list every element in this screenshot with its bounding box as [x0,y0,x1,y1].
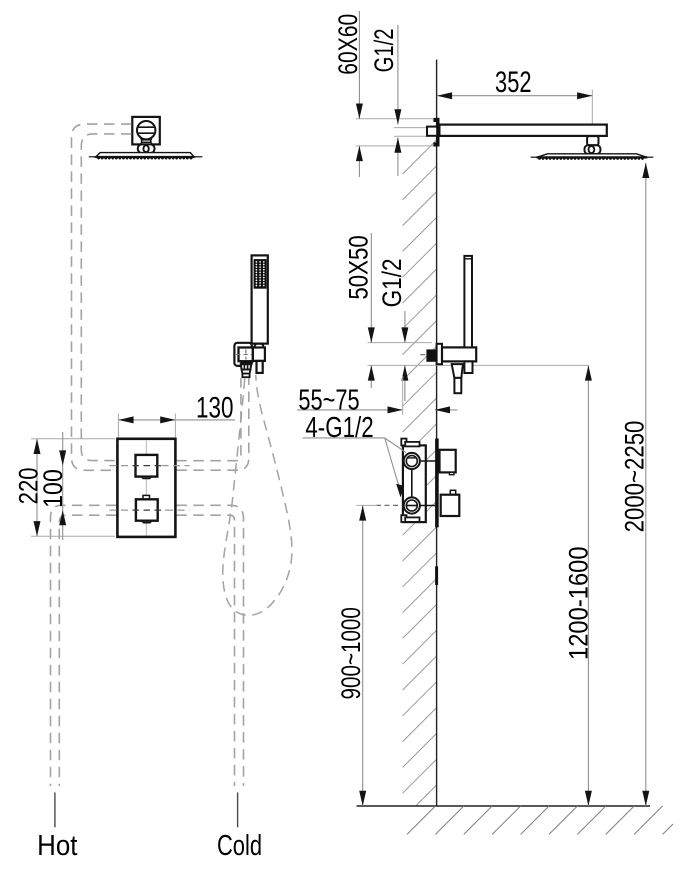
svg-text:G1/2: G1/2 [369,28,399,72]
svg-text:100: 100 [38,469,68,508]
svg-text:352: 352 [495,66,532,99]
svg-text:Hot: Hot [37,830,77,862]
svg-text:900~1000: 900~1000 [336,607,366,699]
svg-text:55~75: 55~75 [298,385,359,417]
svg-text:1200-1600: 1200-1600 [564,546,594,660]
svg-text:50X50: 50X50 [343,235,373,300]
svg-text:60X60: 60X60 [333,14,363,75]
svg-text:2000~2250: 2000~2250 [619,421,649,533]
svg-text:G1/2: G1/2 [377,258,407,307]
svg-text:220: 220 [13,467,43,504]
svg-text:130: 130 [196,392,234,425]
svg-text:Cold: Cold [217,830,262,862]
svg-text:4-G1/2: 4-G1/2 [305,412,373,444]
